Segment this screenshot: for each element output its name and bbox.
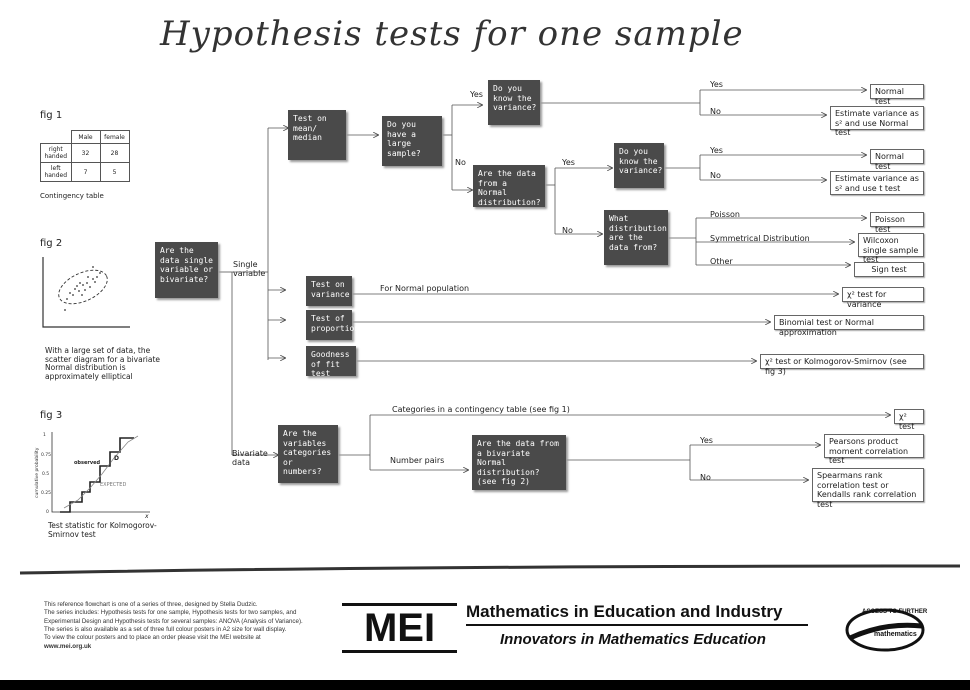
node-normal-distribution: Are the data from a Normal distribution? <box>473 165 545 207</box>
edge-no: No <box>562 226 573 235</box>
footer-line: The series is also available as a set of… <box>44 626 287 634</box>
edge-yes: Yes <box>710 146 723 155</box>
table-cell: 5 <box>99 162 130 182</box>
footer-line: Experimental Design and Hypothesis tests… <box>44 617 303 625</box>
divider <box>466 624 808 626</box>
org-name: Mathematics in Education and Industry <box>466 602 783 621</box>
table-cell: 7 <box>70 162 101 182</box>
edge-number-pairs: Number pairs <box>390 456 445 465</box>
edge-no: No <box>455 158 466 167</box>
footer-line: The series includes: Hypothesis tests fo… <box>44 609 297 617</box>
table-cell: 32 <box>70 143 101 163</box>
node-know-variance-1: Do you know the variance? <box>488 80 540 125</box>
d-label: D <box>114 455 119 462</box>
table-header: female <box>99 130 130 144</box>
table-header: Male <box>70 130 101 144</box>
result-estimate-normal: Estimate variance as s² and use Normal t… <box>830 106 924 137</box>
node-test-mean-median: Test on mean/ median <box>288 110 346 160</box>
node-what-distribution: What distribution are the data from? <box>604 210 668 265</box>
scatter-diagram <box>42 257 130 328</box>
table-row-label: left handed <box>40 162 72 182</box>
ytick: 0.75 <box>41 452 51 458</box>
edge-no: No <box>700 473 711 482</box>
atfm-logo: ACCESS TO FURTHER mathematics <box>845 608 928 652</box>
contingency-table: Male female right handed 32 28 left hand… <box>40 130 130 182</box>
node-categories-or-numbers: Are the variables categories or numbers? <box>278 425 338 483</box>
node-bivariate-normal: Are the data from a bivariate Normal dis… <box>472 435 566 490</box>
node-goodness-of-fit: Goodness of fit test <box>306 346 356 378</box>
table-cell: 28 <box>99 143 130 163</box>
fig2-caption: With a large set of data, the scatter di… <box>45 346 161 381</box>
node-test-proportion: Test of proportion <box>306 310 359 340</box>
result-chi-ks: χ² test or Kolmogorov-Smirnov (see fig 3… <box>760 354 924 376</box>
ytick: 0 <box>46 509 49 515</box>
edge-other: Other <box>710 257 733 266</box>
result-binomial: Binomial test or Normal approximation <box>774 315 924 337</box>
result-poisson-test: Poisson test <box>870 212 924 234</box>
footer-note: This reference flowchart is one of a ser… <box>44 601 303 651</box>
ytick: 0.25 <box>41 490 51 496</box>
mei-logo: MEI <box>342 603 457 653</box>
result-sign-test: Sign test <box>854 262 924 277</box>
node-large-sample: Do you have a large sample? <box>382 116 442 166</box>
edge-yes: Yes <box>562 158 575 167</box>
result-spearman: Spearmans rank correlation test or Kenda… <box>812 468 924 509</box>
table-row-label: right handed <box>40 143 72 163</box>
result-estimate-t: Estimate variance as s² and use t test <box>830 171 924 195</box>
fig2-label: fig 2 <box>40 238 63 249</box>
page-title: Hypothesis tests for one sample <box>160 14 744 54</box>
edge-bivariate-data: Bivariate data <box>232 449 268 468</box>
result-pearson: Pearsons product moment correlation test <box>824 434 924 465</box>
atfm-top-text: ACCESS TO FURTHER <box>862 609 928 615</box>
expected-label: EXPECTED <box>100 482 126 488</box>
observed-label: observed <box>74 460 100 466</box>
result-chi-test: χ² test <box>894 409 924 431</box>
edge-yes: Yes <box>700 436 713 445</box>
edge-yes: Yes <box>710 80 723 89</box>
footer-line: To view the colour posters and to place … <box>44 634 261 642</box>
edge-poisson: Poisson <box>710 210 740 219</box>
result-chi-variance: χ² test for variance <box>842 287 924 309</box>
node-know-variance-2: Do you know the variance? <box>614 143 664 188</box>
atfm-bottom-text: mathematics <box>874 631 917 638</box>
edge-categories: Categories in a contingency table (see f… <box>392 405 570 414</box>
fig3-ylabel: cumulative probability <box>34 447 40 498</box>
footer-url[interactable]: www.mei.org.uk <box>44 642 92 650</box>
edge-no: No <box>710 107 721 116</box>
node-test-variance: Test on variance <box>306 276 352 306</box>
edge-for-normal: For Normal population <box>380 284 470 293</box>
fig3-xlabel: x <box>144 513 149 518</box>
result-normal-test: Normal test <box>870 149 924 171</box>
node-single-or-bivariate: Are the data single variable or bivariat… <box>155 242 218 298</box>
edge-symmetrical: Symmetrical Distribution <box>710 234 810 243</box>
ytick: 0.5 <box>42 471 49 477</box>
edge-single-variable: Single variable <box>233 260 266 279</box>
edge-yes: Yes <box>470 90 483 99</box>
ks-step-chart: cumulative probability 1 0.75 0.5 0.25 0… <box>34 432 150 518</box>
result-wilcoxon: Wilcoxon single sample test <box>858 233 924 264</box>
footer-line: This reference flowchart is one of a ser… <box>44 601 258 608</box>
fig3-caption: Test statistic for Kolmogorov-Smirnov te… <box>48 521 157 539</box>
ytick: 1 <box>43 432 46 438</box>
fig3-label: fig 3 <box>40 410 63 421</box>
result-normal-test: Normal test <box>870 84 924 106</box>
fig1-caption: Contingency table <box>40 192 104 200</box>
edge-no: No <box>710 171 721 180</box>
tagline: Innovators in Mathematics Education <box>500 631 766 648</box>
fig1-label: fig 1 <box>40 110 63 121</box>
